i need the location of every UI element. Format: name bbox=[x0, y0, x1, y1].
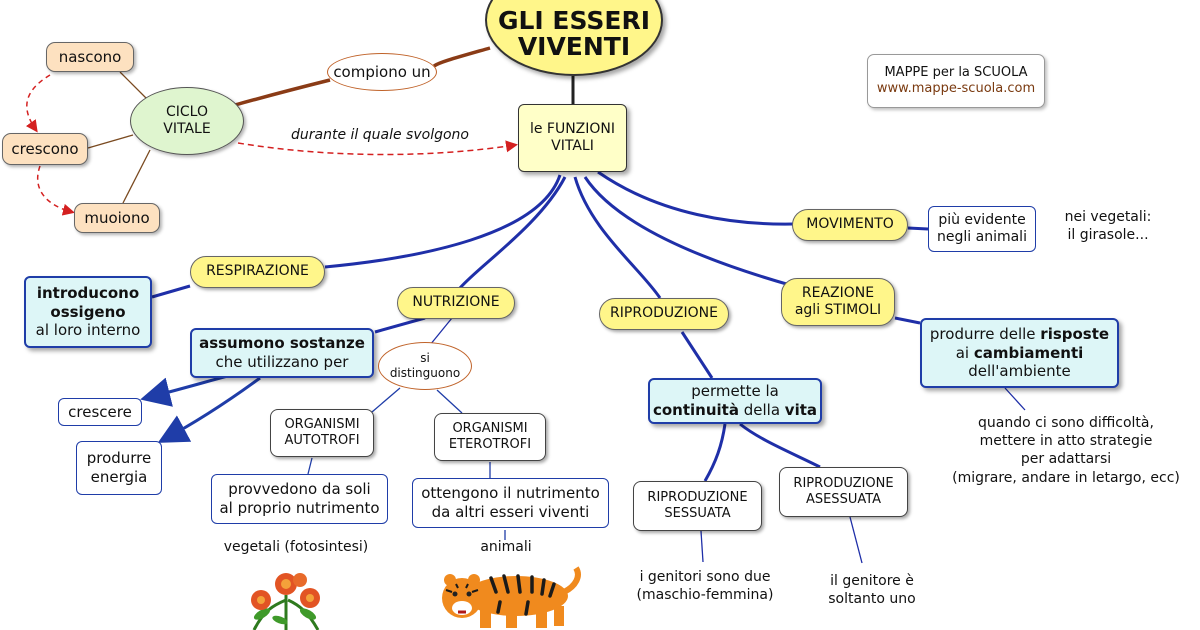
risposte-line: produrre delle risposte bbox=[929, 324, 1110, 343]
movimento-note: nei vegetali: il girasole... bbox=[1064, 209, 1152, 244]
autotrofi-node: ORGANISMI AUTOTROFI bbox=[270, 409, 374, 457]
line-ciclo-muoiono bbox=[122, 149, 151, 204]
line-ciclo-crescono bbox=[87, 134, 134, 149]
eterotrofi-node: ORGANISMI ETEROTROFI bbox=[434, 413, 546, 461]
line-title-compiono bbox=[433, 46, 491, 68]
reazione-note: quando ci sono difficoltà, mettere in at… bbox=[952, 415, 1180, 486]
movimento-node: MOVIMENTO bbox=[792, 209, 908, 241]
respirazione-desc-box: introducono ossigeno al loro interno bbox=[24, 276, 152, 348]
muoiono-node: muoiono bbox=[74, 203, 160, 233]
assumono-box: assumono sostanze che utilizzano per bbox=[190, 328, 374, 378]
distinguono-link: si distinguono bbox=[378, 342, 472, 390]
asessuata-node: RIPRODUZIONE ASESSUATA bbox=[779, 467, 908, 517]
arrow-ciclo-funzioni bbox=[237, 140, 518, 156]
tiger-illustration bbox=[442, 566, 581, 628]
movimento-desc-box: più evidente negli animali bbox=[928, 206, 1036, 252]
energia-box: produrre energia bbox=[76, 441, 162, 495]
compiono-link: compiono un bbox=[327, 53, 437, 91]
reazione-desc-box: produrre delle risposte ai cambiamenti d… bbox=[920, 318, 1119, 388]
credit-box[interactable]: MAPPE per la SCUOLA www.mappe-scuola.com bbox=[867, 54, 1045, 108]
arrow-crescono-muoiono bbox=[36, 165, 75, 216]
flower-illustration bbox=[251, 573, 320, 630]
autotrofi-example: vegetali (fotosintesi) bbox=[223, 539, 369, 555]
asessuata-note: il genitore è soltanto uno bbox=[828, 573, 916, 608]
durante-link-label: durante il quale svolgono bbox=[291, 127, 469, 143]
continuita-box: permette la continuità della vita bbox=[648, 378, 822, 424]
eterotrofi-desc-box: ottengono il nutrimento da altri esseri … bbox=[412, 478, 609, 528]
continuita-line: continuità della vita bbox=[652, 401, 818, 419]
nutrizione-node: NUTRIZIONE bbox=[397, 287, 515, 319]
ciclo-vitale-node: CICLO VITALE bbox=[130, 87, 244, 155]
crescono-node: crescono bbox=[2, 133, 88, 165]
credit-url[interactable]: www.mappe-scuola.com bbox=[876, 81, 1036, 96]
nascono-node: nascono bbox=[46, 42, 134, 72]
crescere-box: crescere bbox=[58, 398, 142, 426]
credit-title: MAPPE per la SCUOLA bbox=[884, 64, 1028, 80]
respirazione-node: RESPIRAZIONE bbox=[190, 256, 325, 288]
reazione-node: REAZIONE agli STIMOLI bbox=[781, 278, 895, 326]
autotrofi-desc-box: provvedono da soli al proprio nutrimento bbox=[211, 474, 388, 524]
funzioni-vitali-node: le FUNZIONI VITALI bbox=[518, 104, 627, 172]
riproduzione-node: RIPRODUZIONE bbox=[599, 298, 729, 330]
arrow-nascono-crescono bbox=[25, 74, 51, 133]
cambiamenti-line: ai cambiamenti bbox=[955, 343, 1084, 362]
line-compiono-ciclo bbox=[234, 78, 331, 107]
sessuata-node: RIPRODUZIONE SESSUATA bbox=[633, 481, 762, 531]
sessuata-note: i genitori sono due (maschio-femmina) bbox=[636, 569, 774, 604]
eterotrofi-example: animali bbox=[480, 539, 532, 555]
